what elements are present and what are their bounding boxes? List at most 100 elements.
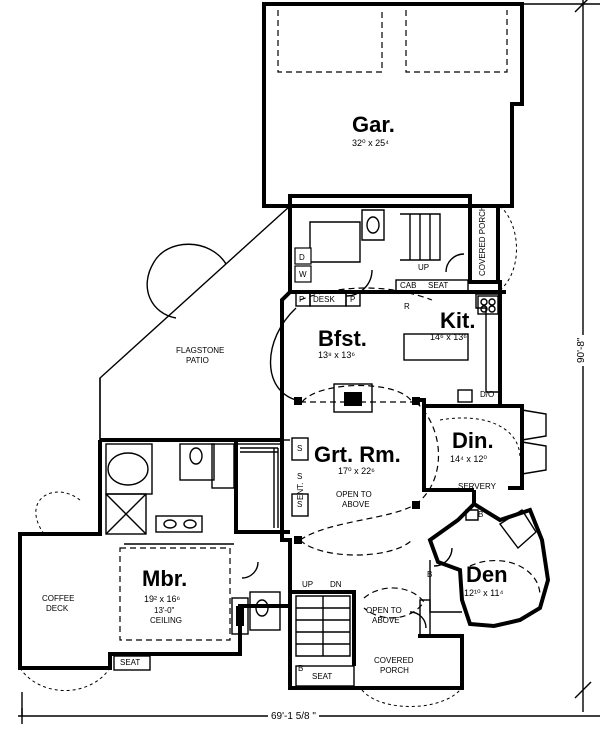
toilet-laundry [366, 216, 380, 234]
house-west-wall [280, 206, 292, 592]
den-dims: 12¹⁰ x 11⁴ [464, 588, 504, 598]
main-stair [295, 595, 351, 657]
bench-label: B [298, 664, 304, 673]
garage-door-right [405, 10, 508, 73]
garage-walls [262, 2, 524, 208]
fridge-label: R [404, 302, 410, 311]
front-seat [295, 665, 355, 687]
den-fireplace [498, 509, 537, 550]
kitchen-name: Kit. [440, 308, 476, 333]
servery-label: SERVERY [458, 482, 496, 491]
patio-label-2: PATIO [186, 356, 209, 365]
oven-label: D/O [480, 390, 495, 399]
master-west-wall [18, 440, 290, 670]
garage-dims: 32⁰ x 25⁴ [352, 138, 389, 148]
master-name: Mbr. [142, 566, 188, 591]
front-porch-walls [288, 592, 464, 690]
fireplace [333, 383, 373, 413]
wc-room [179, 443, 215, 481]
desk-label: DESK [313, 295, 335, 304]
kitchen-dims: 14⁶ x 13⁶ [430, 332, 467, 342]
dining-ceiling [439, 417, 521, 459]
kitchen-island [403, 333, 469, 361]
great-room-note-2: ABOVE [342, 500, 370, 509]
front-door-swing [409, 611, 427, 629]
master-seat-label: SEAT [120, 658, 141, 667]
master-shower [105, 493, 147, 535]
stair-up-label: UP [302, 580, 314, 589]
walk-in-closet [235, 443, 283, 533]
porch-door-swing [445, 253, 465, 273]
stair-walls [290, 590, 356, 666]
great-room-entry-arch [299, 539, 413, 556]
width-dimension: 69'-1 5/8 " [268, 711, 319, 722]
patio-curve [146, 243, 227, 319]
tub-surround [105, 443, 153, 495]
pantry-label-1: P [299, 295, 305, 304]
den-door-swing [433, 547, 453, 567]
patio-label-1: FLAGSTONE [176, 346, 225, 355]
deck-step [35, 491, 81, 535]
stair-dn-label: DN [330, 580, 342, 589]
depth-dimension: 90'-8" [576, 334, 587, 366]
master-bath-north-wall [100, 438, 290, 534]
great-room-ceiling-right [415, 401, 440, 505]
fireplace-arch [301, 384, 413, 403]
open-to-above-foyer [363, 587, 425, 619]
shelf-label-1: S [297, 444, 303, 453]
den-ceiling [469, 559, 541, 597]
master-door-swing [241, 561, 259, 579]
front-porch-label-1: COVERED [374, 656, 414, 665]
den-name: Den [466, 562, 508, 587]
master-ceiling-label: CEILING [150, 616, 183, 625]
dining-dims: 14⁴ x 12⁰ [450, 454, 487, 464]
great-room-ceiling-bottom [299, 503, 417, 541]
entry-label: ENT. [296, 482, 305, 500]
master-fireplace [231, 597, 249, 635]
dining-west-wall [420, 398, 474, 492]
depth-tick-top [574, 0, 588, 13]
oven [457, 389, 473, 403]
master-ceiling-height: 13'-0" [154, 606, 175, 615]
patio-edge [99, 205, 291, 440]
garage-door-left [277, 10, 383, 73]
deck-label-2: DECK [46, 604, 69, 613]
depth-tick-bottom [574, 681, 592, 699]
breakfast-bay [269, 307, 297, 401]
powder-room [361, 209, 385, 241]
bookcase-label-1: B [478, 510, 484, 519]
bookcase-label-2: B [427, 570, 433, 579]
cab-label: CAB [400, 281, 417, 290]
pantry-label-2: P [350, 295, 356, 304]
vanity-1 [155, 515, 203, 533]
breakfast-ceiling [299, 287, 433, 301]
side-porch-label: COVERED PORCH [478, 205, 487, 276]
great-room-note-1: OPEN TO [336, 490, 372, 499]
porch-step-front [361, 689, 461, 707]
deck-edge [19, 667, 111, 691]
kitchen-counter-east [475, 293, 501, 393]
great-room-dims: 17⁰ x 22⁶ [338, 466, 375, 476]
shelf-label-3: S [297, 472, 303, 481]
porch-step [499, 205, 517, 291]
dryer [294, 247, 312, 265]
washer-label: W [299, 270, 307, 279]
breakfast-dims: 13⁸ x 13⁶ [318, 350, 356, 360]
master-seat [113, 655, 151, 671]
den-walls [427, 490, 551, 629]
side-porch-wall [470, 204, 500, 282]
laundry-up-label: UP [418, 263, 430, 272]
shelf-label-2: S [297, 500, 303, 509]
front-porch-label-2: PORCH [380, 666, 409, 675]
foyer-open-1: OPEN TO [366, 606, 402, 615]
wic [211, 443, 235, 489]
breakfast-name: Bfst. [318, 326, 367, 351]
deck-label-1: COFFEE [42, 594, 75, 603]
master-tray-ceiling [119, 547, 231, 641]
washer [294, 265, 312, 283]
front-seat-label: SEAT [312, 672, 333, 681]
kitchen-seat-label: SEAT [428, 281, 449, 290]
powder-master [249, 591, 281, 631]
dryer-label: D [299, 253, 305, 262]
